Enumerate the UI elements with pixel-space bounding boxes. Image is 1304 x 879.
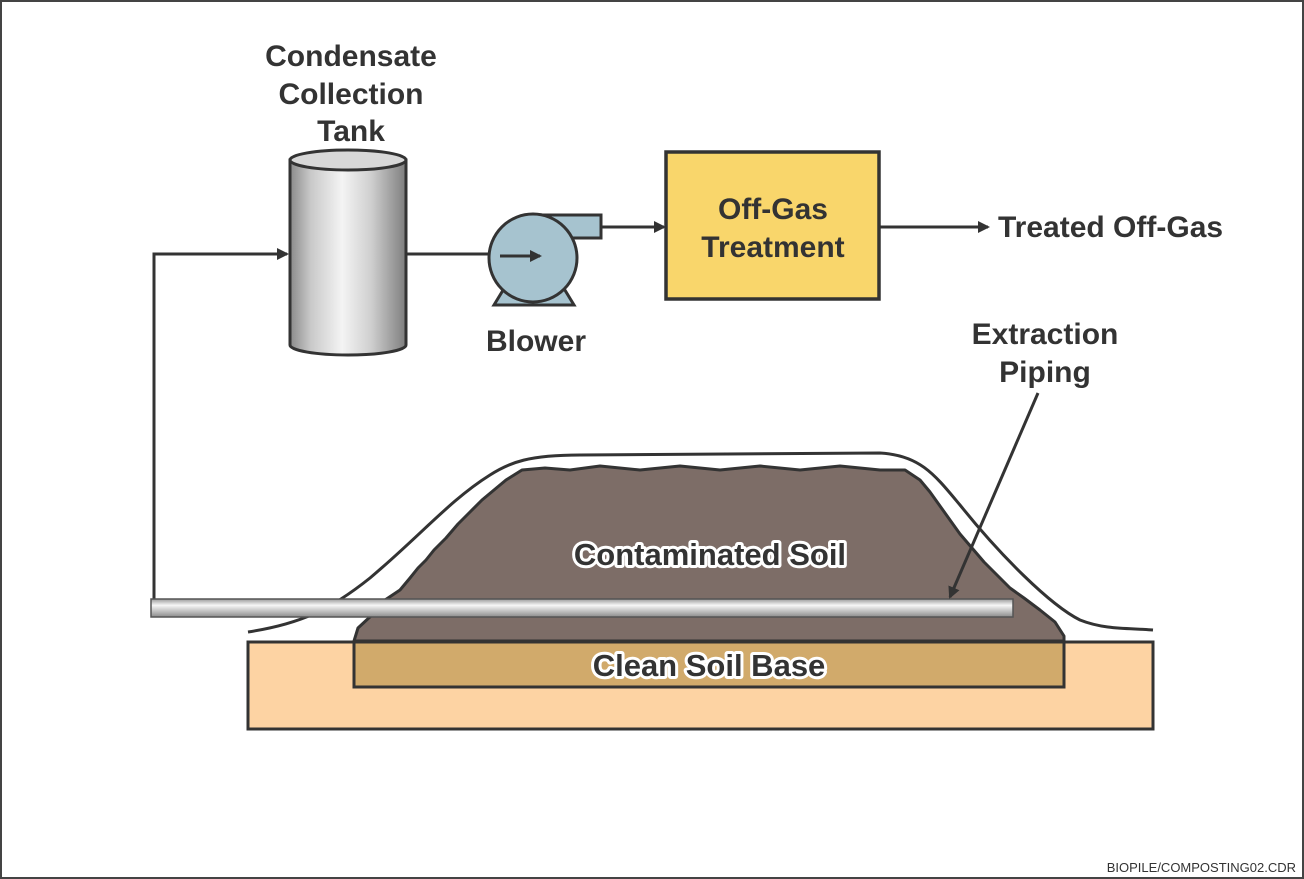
tank-label-line2: Collection <box>278 78 423 111</box>
contaminated-soil-label: Contaminated Soil <box>574 537 846 572</box>
file-code-label: BIOPILE/COMPOSTING02.CDR <box>1107 860 1296 875</box>
cover-sheet <box>247 451 1154 634</box>
treatment-label-line2: Treatment <box>701 231 844 264</box>
piping-pointer-arrow <box>948 392 1040 599</box>
extraction-pipe <box>150 598 1014 618</box>
treated-off-gas-label: Treated Off-Gas <box>998 211 1223 244</box>
clean-soil-base <box>352 640 1066 689</box>
blower-pump-icon <box>487 212 603 307</box>
tank-label-line1: Condensate <box>265 40 437 73</box>
contaminated-soil-pile <box>352 464 1066 643</box>
piping-label-line1: Extraction <box>972 318 1119 351</box>
tank-label-line3: Tank <box>317 115 385 148</box>
piping-label-line2: Piping <box>999 356 1091 389</box>
cylinder-tank-icon <box>288 148 408 357</box>
blower-label: Blower <box>486 325 586 358</box>
off-gas-treatment-box <box>664 150 881 301</box>
treatment-label-line1: Off-Gas <box>718 193 828 226</box>
clean-soil-base-label: Clean Soil Base <box>593 648 826 683</box>
return-line <box>152 248 289 600</box>
